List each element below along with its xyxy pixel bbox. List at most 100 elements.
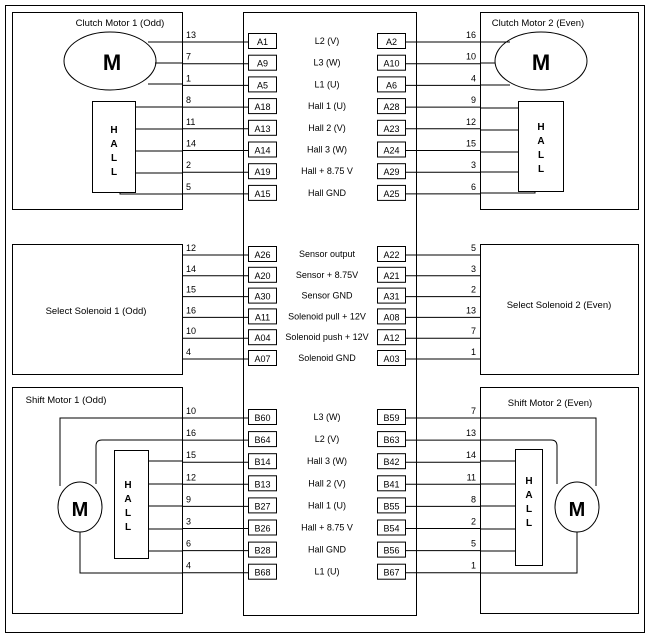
right-pin-number: 9 — [471, 95, 476, 105]
right-terminal-label: B59 — [383, 413, 399, 423]
right-pin-number: 7 — [471, 326, 476, 336]
left-terminal-box — [248, 76, 277, 93]
outer-frame — [5, 5, 645, 633]
clutch-motor-2-hall-sensor: H A L L — [518, 101, 564, 192]
left-terminal-label: A30 — [254, 292, 270, 302]
signal-name: L1 (U) — [314, 79, 339, 89]
right-pin-number: 14 — [466, 450, 476, 460]
signal-name: Hall 2 (V) — [308, 123, 346, 133]
signal-name: L1 (U) — [314, 567, 339, 577]
hall-letter: H — [124, 480, 131, 491]
left-terminal-label: B27 — [254, 501, 270, 511]
hall-letter: L — [125, 522, 131, 533]
hall-letter: H — [110, 125, 117, 136]
left-pin-number: 15 — [186, 285, 196, 295]
left-pin-number: 10 — [186, 406, 196, 416]
right-terminal-box — [377, 329, 406, 346]
right-pin-number: 5 — [471, 243, 476, 253]
right-pin-number: 4 — [471, 73, 476, 83]
signal-name: L3 (W) — [314, 58, 341, 68]
left-terminal-box — [248, 409, 277, 425]
shift-motor-2-title: Shift Motor 2 (Even) — [508, 398, 592, 409]
right-pin-number: 2 — [471, 517, 476, 527]
left-pin-number: 7 — [186, 52, 191, 62]
signal-name: Hall + 8.75 V — [301, 523, 353, 533]
right-terminal-box — [377, 33, 406, 49]
signal-name: Hall 2 (V) — [308, 478, 346, 488]
hall-letter: A — [124, 494, 131, 505]
left-terminal-label: A13 — [254, 124, 270, 134]
right-terminal-box — [377, 287, 406, 304]
right-pin-number: 11 — [467, 472, 476, 482]
right-pin-number: 15 — [466, 139, 476, 149]
right-terminal-box — [377, 519, 406, 536]
select-solenoid-1-title: Select Solenoid 1 (Odd) — [46, 306, 147, 317]
right-pin-number: 6 — [471, 182, 476, 192]
left-terminal-label: A5 — [257, 80, 268, 90]
left-terminal-box — [248, 266, 277, 283]
shift-motor-1-symbol: M — [57, 481, 103, 533]
right-pin-number: 5 — [471, 539, 476, 549]
left-pin-number: 3 — [186, 517, 191, 527]
right-terminal-label: A22 — [383, 250, 399, 260]
right-pin-number: 10 — [466, 52, 476, 62]
right-terminal-label: A29 — [383, 167, 399, 177]
hall-letter: L — [538, 164, 544, 175]
right-terminal-label: B63 — [383, 435, 399, 445]
left-terminal-label: A14 — [254, 146, 270, 156]
clutch-motor-2-title: Clutch Motor 2 (Even) — [492, 18, 584, 29]
left-terminal-label: B68 — [254, 568, 270, 578]
signal-name: Hall + 8.75 V — [301, 166, 353, 176]
left-pin-number: 4 — [186, 561, 191, 571]
right-terminal-label: A28 — [383, 102, 399, 112]
right-terminal-box — [377, 409, 406, 425]
clutch-motor-1-hall-sensor: H A L L — [92, 101, 136, 193]
shift-section: Shift Motor 1 (Odd) Shift Motor 2 (Even)… — [12, 387, 639, 614]
right-terminal-box — [377, 266, 406, 283]
right-terminal-label: A21 — [383, 271, 399, 281]
hall-letter: A — [537, 136, 544, 147]
shift-motor-2-hall-sensor: H A L L — [515, 449, 543, 566]
signal-name: Hall GND — [308, 188, 347, 198]
clutch-motor-1-title: Clutch Motor 1 (Odd) — [76, 18, 165, 29]
right-terminal-box — [377, 308, 406, 325]
right-terminal-box — [377, 76, 406, 93]
left-pin-number: 8 — [186, 95, 191, 105]
signal-name: Hall 3 (W) — [307, 456, 347, 466]
hall-letter: L — [538, 150, 544, 161]
left-pin-number: 16 — [186, 305, 196, 315]
signal-name: Sensor GND — [301, 291, 353, 301]
left-terminal-label: A18 — [254, 102, 270, 112]
signal-name: L3 (W) — [314, 412, 341, 422]
right-terminal-label: A25 — [383, 189, 399, 199]
left-pin-number: 9 — [186, 494, 191, 504]
left-pin-number: 6 — [186, 539, 191, 549]
central-connector-block — [243, 12, 417, 616]
left-pin-number: 1 — [186, 73, 191, 83]
right-pin-number: 7 — [471, 406, 476, 416]
clutch-motor-1-symbol: M — [63, 31, 157, 91]
hall-letter: L — [526, 518, 532, 529]
right-terminal-box — [377, 163, 406, 180]
right-terminal-box — [377, 453, 406, 470]
left-pin-number: 12 — [186, 472, 196, 482]
left-terminal-box — [248, 287, 277, 304]
left-pin-number: 13 — [186, 30, 196, 40]
left-pin-number: 12 — [186, 243, 196, 253]
left-terminal-label: A19 — [254, 167, 270, 177]
right-terminal-label: A03 — [383, 354, 399, 364]
hall-letter: L — [125, 508, 131, 519]
left-terminal-box — [248, 246, 277, 262]
left-terminal-box — [248, 541, 277, 558]
